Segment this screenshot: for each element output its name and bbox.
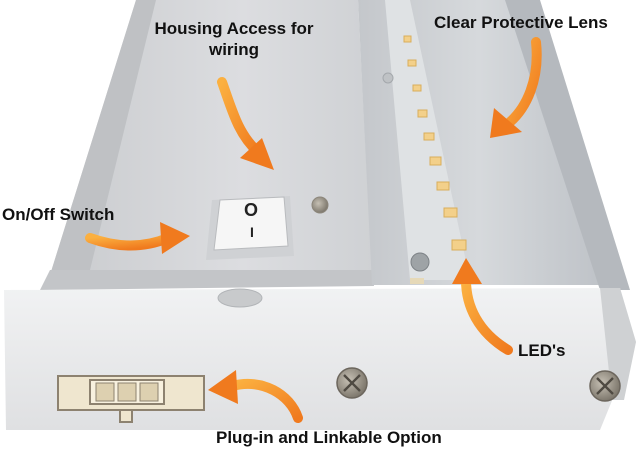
- arrow-leds-icon: [452, 258, 513, 355]
- switch-rocker[interactable]: [213, 196, 289, 251]
- arrow-lens-icon: [490, 37, 542, 138]
- screw-left: [336, 367, 368, 399]
- housing-lip: [40, 270, 374, 290]
- clear-lens-label: Clear Protective Lens: [434, 13, 608, 32]
- arrow-switch-icon: [85, 222, 190, 254]
- switch-on-symbol: O: [243, 200, 258, 220]
- plug-in-label: Plug-in and Linkable Option: [216, 428, 442, 447]
- led-row: [403, 35, 467, 251]
- arrow-housing-icon: [217, 77, 274, 170]
- leds-label: LED's: [518, 341, 566, 360]
- housing-access-label: Housing Access for wiring: [154, 19, 314, 59]
- switch-off-symbol: I: [250, 224, 254, 240]
- on-off-switch-label: On/Off Switch: [2, 205, 115, 224]
- plug-connector: [57, 375, 205, 423]
- screw-right: [589, 370, 621, 402]
- arrow-plug-icon: [208, 370, 303, 423]
- housing-side-inner: [50, 0, 156, 275]
